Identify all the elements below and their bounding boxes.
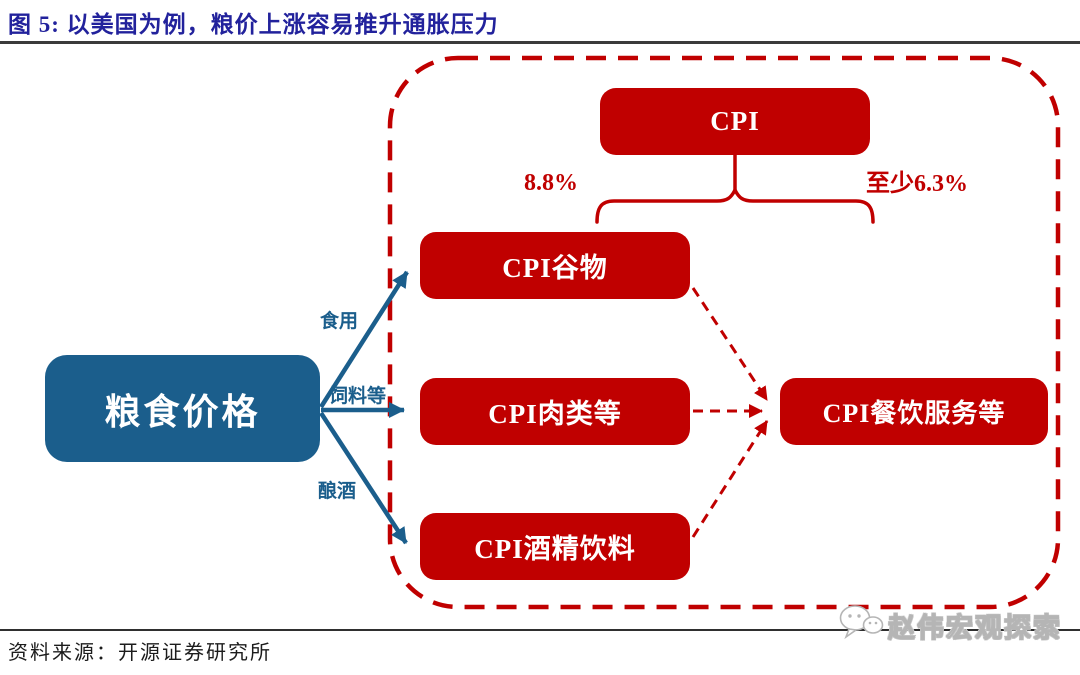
edge-label-edible: 食用 <box>320 311 359 332</box>
edge-grain-to-catering <box>691 287 769 401</box>
edge-food-to-alcohol <box>319 411 408 545</box>
edge-label-brew: 酿酒 <box>318 481 357 502</box>
node-cpi: CPI <box>600 88 870 155</box>
node-grain-price: 粮食价格 <box>45 355 320 462</box>
node-cpi-grain: CPI谷物 <box>420 232 690 299</box>
wechat-icon <box>838 604 884 647</box>
node-cpi-alcohol: CPI酒精饮料 <box>420 513 690 580</box>
edge-alcohol-to-catering <box>691 420 769 538</box>
source-note: 资料来源：开源证券研究所 <box>8 642 272 664</box>
cpi-group-dashed-border <box>387 55 1061 610</box>
watermark: 赵伟宏观探索 <box>838 604 1062 647</box>
node-cpi-catering: CPI餐饮服务等 <box>780 378 1048 445</box>
footer-divider <box>0 629 1080 631</box>
node-cpi-meat: CPI肉类等 <box>420 378 690 445</box>
figure-title: 图 5: 以美国为例，粮价上涨容易推升通胀压力 <box>8 12 499 37</box>
watermark-text: 赵伟宏观探索 <box>887 612 1062 643</box>
weight-label-left: 8.8% <box>524 170 578 196</box>
weight-label-right: 至少6.3% <box>866 171 968 197</box>
title-divider <box>0 41 1080 44</box>
cpi-brace <box>595 186 875 224</box>
edge-label-feed: 饲料等 <box>329 386 387 407</box>
edge-food-to-grain <box>319 270 409 409</box>
